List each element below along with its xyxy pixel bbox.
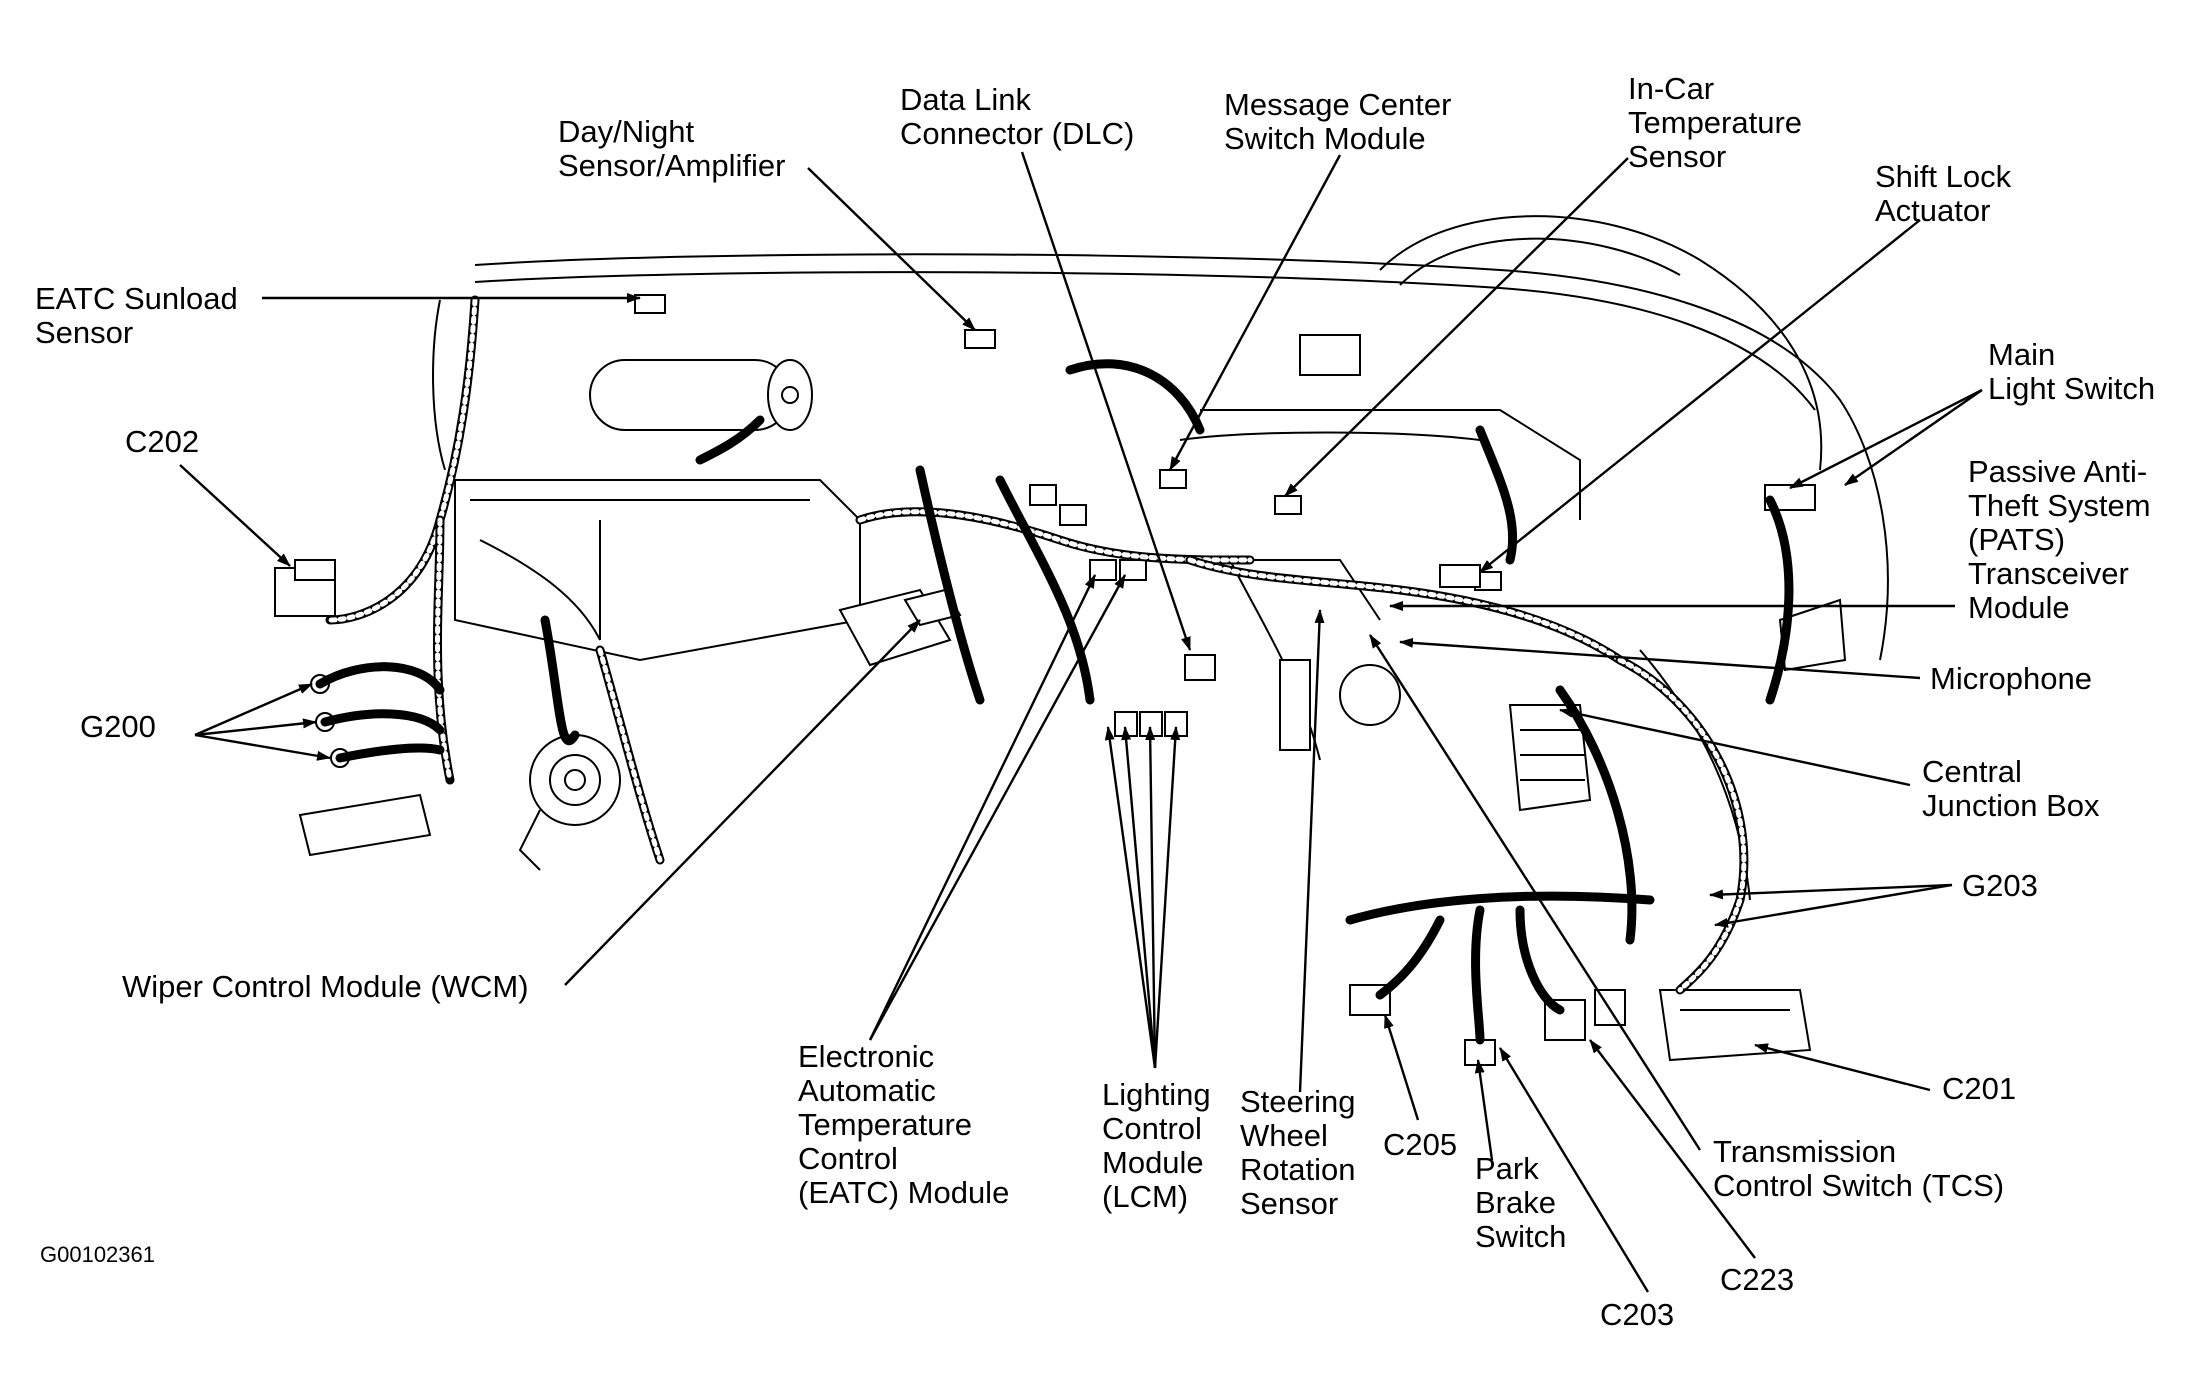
leader-g200-2 <box>194 718 317 737</box>
label-g200: G200 <box>80 709 156 744</box>
leader-g200-3 <box>194 733 331 761</box>
leader-day-night <box>807 167 976 331</box>
leader-lcm-4 <box>1153 726 1181 1069</box>
label-wiper-control-module: Wiper Control Module (WCM) <box>122 969 529 1004</box>
leader-main-light-2 <box>1844 389 1983 486</box>
leader-central-junction <box>1559 707 1911 787</box>
figure-code: G00102361 <box>40 1242 155 1267</box>
label-c202: C202 <box>125 424 200 459</box>
wiring-harness <box>315 295 1794 1045</box>
leader-message-center <box>1168 154 1342 471</box>
label-g203: G203 <box>1962 868 2038 903</box>
leader-in-car-temp <box>1284 157 1629 497</box>
label-c223: C223 <box>1720 1262 1795 1297</box>
label-pats-transceiver: Passive Anti-Theft System(PATS)Transceiv… <box>1968 454 2151 625</box>
leader-g203-2 <box>1714 883 1953 928</box>
leader-c202 <box>179 464 291 567</box>
leader-lcm-1 <box>1104 726 1157 1069</box>
leader-c203 <box>1498 1047 1650 1293</box>
leader-lcm-2 <box>1121 726 1157 1069</box>
leader-shift-lock <box>1479 219 1921 573</box>
leader-c223 <box>1589 1039 1756 1259</box>
leader-main-light-1 <box>1789 388 1983 490</box>
leader-tcs <box>1368 634 1702 1151</box>
leader-dlc <box>1020 151 1192 651</box>
leader-c205 <box>1383 1014 1420 1121</box>
leader-lcm-3 <box>1145 726 1157 1069</box>
leader-microphone <box>1399 637 1921 680</box>
leader-lines <box>179 151 1983 1293</box>
label-c201: C201 <box>1942 1071 2017 1106</box>
leader-g203-1 <box>1709 883 1953 900</box>
leader-park-brake <box>1474 1059 1494 1161</box>
instrument-panel-drawing <box>274 215 1889 1066</box>
leader-g200-1 <box>194 682 313 737</box>
label-c203: C203 <box>1600 1297 1675 1332</box>
label-microphone: Microphone <box>1930 661 2092 696</box>
leader-c201 <box>1754 1043 1931 1092</box>
leader-eatc-module-2 <box>868 574 1127 1041</box>
leader-eatc-module-1 <box>868 574 1097 1041</box>
leader-steering-wheel <box>1298 609 1325 1093</box>
label-c205: C205 <box>1383 1127 1458 1162</box>
leader-wcm <box>564 619 921 986</box>
